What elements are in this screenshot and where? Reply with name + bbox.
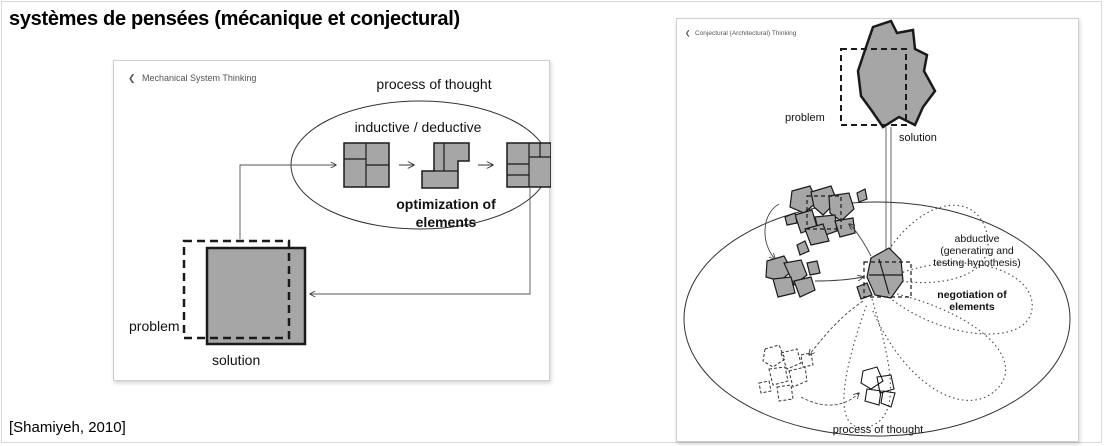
mechanical-thinking-panel: ❮ Mechanical System Thinking process of … xyxy=(113,60,551,381)
solution-blob xyxy=(856,19,937,129)
problem-dashed-square xyxy=(840,48,907,126)
back-chevron-icon[interactable]: ❮ xyxy=(128,73,136,84)
process-of-thought-label: process of thought xyxy=(833,424,924,436)
problem-label: problem xyxy=(129,318,180,334)
solution-label: solution xyxy=(212,352,260,368)
breadcrumb-mechanical: Mechanical System Thinking xyxy=(142,73,256,83)
fragment-cluster-top xyxy=(784,185,868,256)
fragment-cluster-center xyxy=(856,247,904,300)
optimization-label-line1: optimization of xyxy=(396,196,496,212)
fragment-cluster-left xyxy=(765,255,821,298)
abductive-label-line1: abductive xyxy=(955,233,1000,245)
arrow-center-to-top xyxy=(849,224,872,257)
abductive-label-line3: testing hypothesis) xyxy=(933,257,1021,269)
solution-square xyxy=(205,246,307,346)
arrow-center-to-bottom-left xyxy=(809,300,864,355)
process-ellipse xyxy=(683,201,1071,437)
mechanical-diagram: ❮ Mechanical System Thinking process of … xyxy=(128,73,551,368)
negotiation-label-line2: elements xyxy=(949,301,995,313)
abductive-label-line2: (generating and xyxy=(940,245,1014,257)
problem-label: problem xyxy=(785,112,825,124)
arrow-left-to-center xyxy=(814,277,863,282)
conjectural-diagram: ❮ Conjectural (Architectural) Thinking p… xyxy=(683,19,1071,437)
element-composition-2 xyxy=(421,142,470,189)
arrow-top-to-left xyxy=(764,203,780,259)
cluster-center-dashed-frame xyxy=(863,261,912,298)
process-of-thought-label: process of thought xyxy=(376,76,491,92)
arrow-bottom-left-to-right xyxy=(800,393,859,406)
connector-process-to-solution xyxy=(310,188,531,294)
fragment-cluster-bottom-right xyxy=(860,366,896,408)
element-composition-3 xyxy=(506,142,551,188)
page-title: systèmes de pensées (mécanique et conjec… xyxy=(9,8,460,30)
inductive-deductive-label: inductive / deductive xyxy=(355,119,482,135)
element-composition-1 xyxy=(343,142,390,188)
problem-dashed-square xyxy=(182,239,291,340)
negotiation-loops xyxy=(843,204,1033,428)
conjectural-thinking-panel: ❮ Conjectural (Architectural) Thinking p… xyxy=(676,18,1079,442)
back-chevron-icon[interactable]: ❮ xyxy=(685,29,690,37)
optimization-label-line2: elements xyxy=(416,214,477,230)
solution-label: solution xyxy=(899,132,937,144)
citation: [Shamiyeh, 2010] xyxy=(9,419,126,436)
fragment-cluster-bottom-left xyxy=(758,344,814,402)
connector-problem-to-process xyxy=(239,165,336,239)
breadcrumb-conjectural: Conjectural (Architectural) Thinking xyxy=(695,30,797,37)
negotiation-label-line1: negotiation of xyxy=(937,289,1007,301)
cluster-top-dashed-frame xyxy=(806,195,842,230)
